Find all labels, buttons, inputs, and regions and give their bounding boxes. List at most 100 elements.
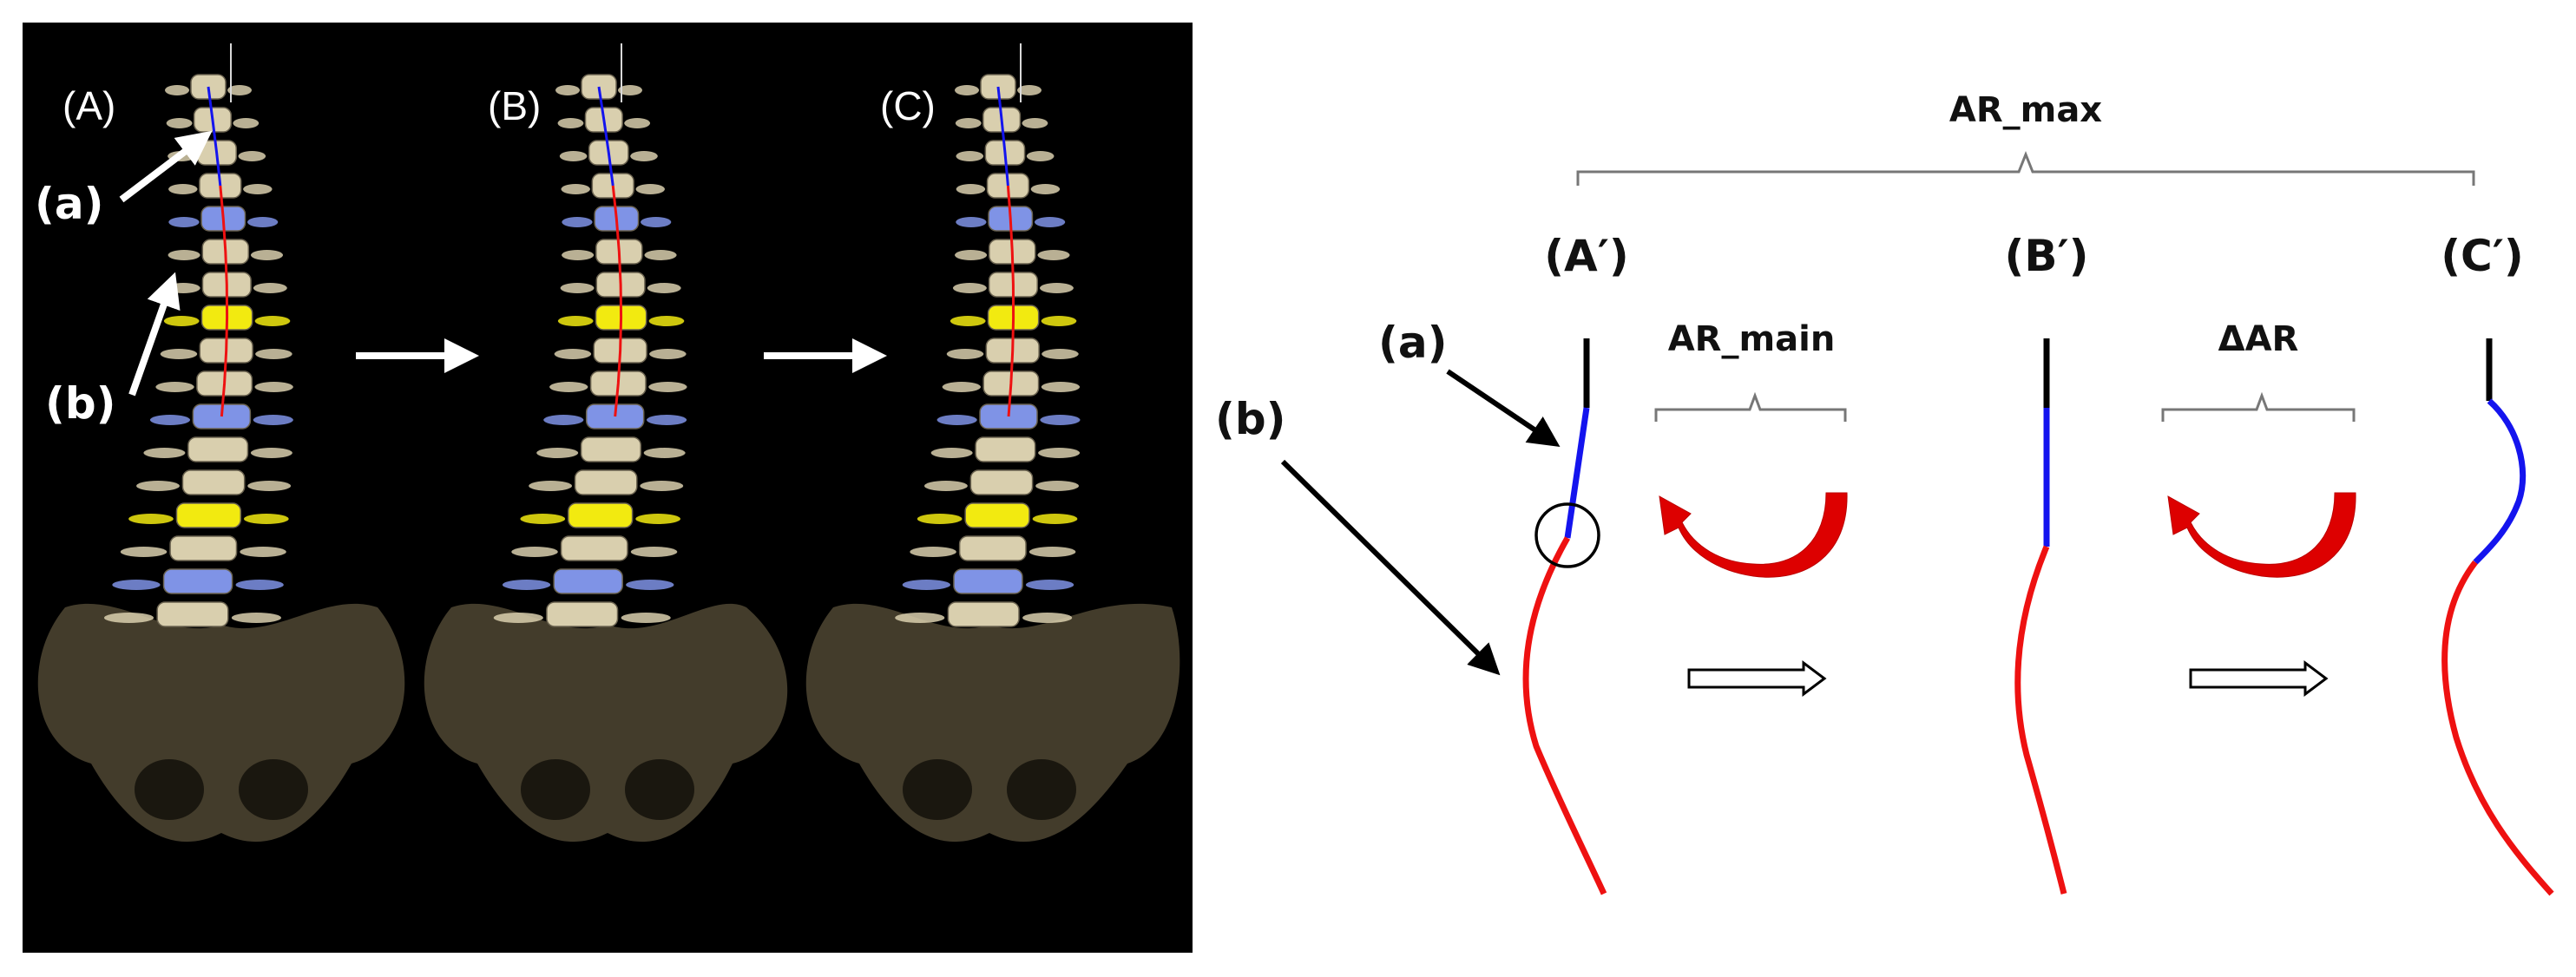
delta-ar-bracket [2161, 391, 2356, 422]
transverse-process [529, 481, 573, 491]
pelvis-c [805, 603, 1180, 843]
transverse-process [1035, 481, 1079, 491]
panel-label-c: (C) [880, 83, 936, 128]
transverse-process [895, 613, 945, 623]
transverse-process [562, 250, 595, 260]
transverse-process [555, 85, 580, 95]
ar-main-label: AR_main [1668, 319, 1836, 359]
obturator-right [1007, 759, 1076, 820]
curve-b-prime [2014, 338, 2067, 895]
panel-label-a: (A) [62, 83, 115, 128]
transverse-process [136, 481, 180, 491]
spine-model-a [37, 43, 405, 843]
transverse-process [143, 448, 186, 458]
transverse-process [557, 316, 594, 326]
transverse-process [163, 316, 200, 326]
schematic-pointer-arrow-a [1446, 369, 1561, 448]
transverse-process [235, 580, 284, 590]
curve-a-prime-blue-segment [1564, 407, 1590, 539]
schematic-pointer-label-a: (a) [1378, 318, 1447, 368]
transverse-process [618, 85, 642, 95]
vertebra-body [156, 601, 229, 627]
rotation-arrow-2 [2167, 492, 2356, 578]
transverse-process [1037, 250, 1070, 260]
transverse-process [543, 415, 584, 425]
transverse-process [635, 514, 680, 524]
transverse-process [557, 118, 584, 128]
transverse-process [630, 547, 678, 557]
transverse-process [166, 118, 193, 128]
transverse-process [253, 415, 293, 425]
transverse-process [630, 151, 658, 161]
transverse-process [1022, 118, 1048, 128]
transverse-process [549, 382, 588, 392]
transverse-process [231, 613, 281, 623]
pointer-label-a: (a) [35, 179, 103, 229]
pelvis-b [424, 603, 788, 843]
transverse-process [253, 283, 287, 293]
obturator-right [239, 759, 308, 820]
transverse-process [149, 415, 191, 425]
transverse-process [112, 580, 161, 590]
transverse-process [950, 316, 986, 326]
vertebra-body [580, 436, 641, 462]
transverse-process [233, 118, 260, 128]
progression-arrow-2 [2189, 660, 2329, 697]
vertebra-body [574, 469, 638, 495]
spine-models [37, 43, 1180, 843]
transverse-process [168, 217, 200, 227]
transverse-process [493, 613, 543, 623]
transverse-process [640, 481, 684, 491]
vertebra-body [975, 436, 1036, 462]
spine-centerline-upper [996, 86, 1009, 187]
transverse-process [1030, 184, 1061, 194]
vertebra-body [947, 601, 1020, 627]
transverse-process [128, 514, 174, 524]
transverse-process [930, 448, 973, 458]
pelvis-a [37, 603, 405, 843]
vertebra-body [964, 502, 1030, 528]
vertebra-body [181, 469, 246, 495]
transverse-process [956, 151, 984, 161]
transverse-process [160, 349, 198, 359]
pointer-arrow-a [119, 130, 213, 203]
obturator-left [521, 759, 590, 820]
transverse-process [250, 448, 292, 458]
schematic-pointer-label-b: (b) [1215, 394, 1286, 444]
vertebra-body [953, 568, 1023, 594]
ar-main-bracket [1654, 391, 1847, 422]
transverse-process [621, 613, 671, 623]
transverse-process [246, 217, 279, 227]
transverse-process [641, 217, 672, 227]
transverse-process [643, 448, 686, 458]
transverse-process [1032, 514, 1078, 524]
vertebra-body [187, 436, 249, 462]
transverse-process [240, 547, 286, 557]
transverse-process [561, 184, 590, 194]
transverse-process [243, 514, 289, 524]
transverse-process [559, 151, 588, 161]
spine-model-c [805, 43, 1180, 843]
spine-centerline-lower [1006, 185, 1015, 417]
transverse-process [955, 85, 979, 95]
transverse-process [910, 547, 956, 557]
pelvis-shape [805, 603, 1180, 843]
transverse-process [1025, 580, 1074, 590]
transverse-process [626, 580, 674, 590]
schematic-panel: AR_max (A′) (B′) (C′) (a) (b) [1215, 90, 2554, 896]
transverse-process [647, 283, 681, 293]
transverse-process [247, 481, 292, 491]
vertebra-body [162, 568, 233, 594]
vertebra-body [560, 535, 628, 561]
transverse-process [1026, 151, 1055, 161]
vertebra-body [175, 502, 242, 528]
transverse-process [562, 217, 593, 227]
transverse-process [511, 547, 558, 557]
vertebra-body [568, 502, 634, 528]
transverse-process [955, 250, 988, 260]
spine-render-panel: (A) (B) (C) (a) (b) [23, 23, 1193, 953]
rotation-arrow-1 [1659, 492, 1848, 578]
obturator-right [625, 759, 694, 820]
pointer-label-b: (b) [45, 378, 116, 429]
transverse-process [956, 217, 987, 227]
